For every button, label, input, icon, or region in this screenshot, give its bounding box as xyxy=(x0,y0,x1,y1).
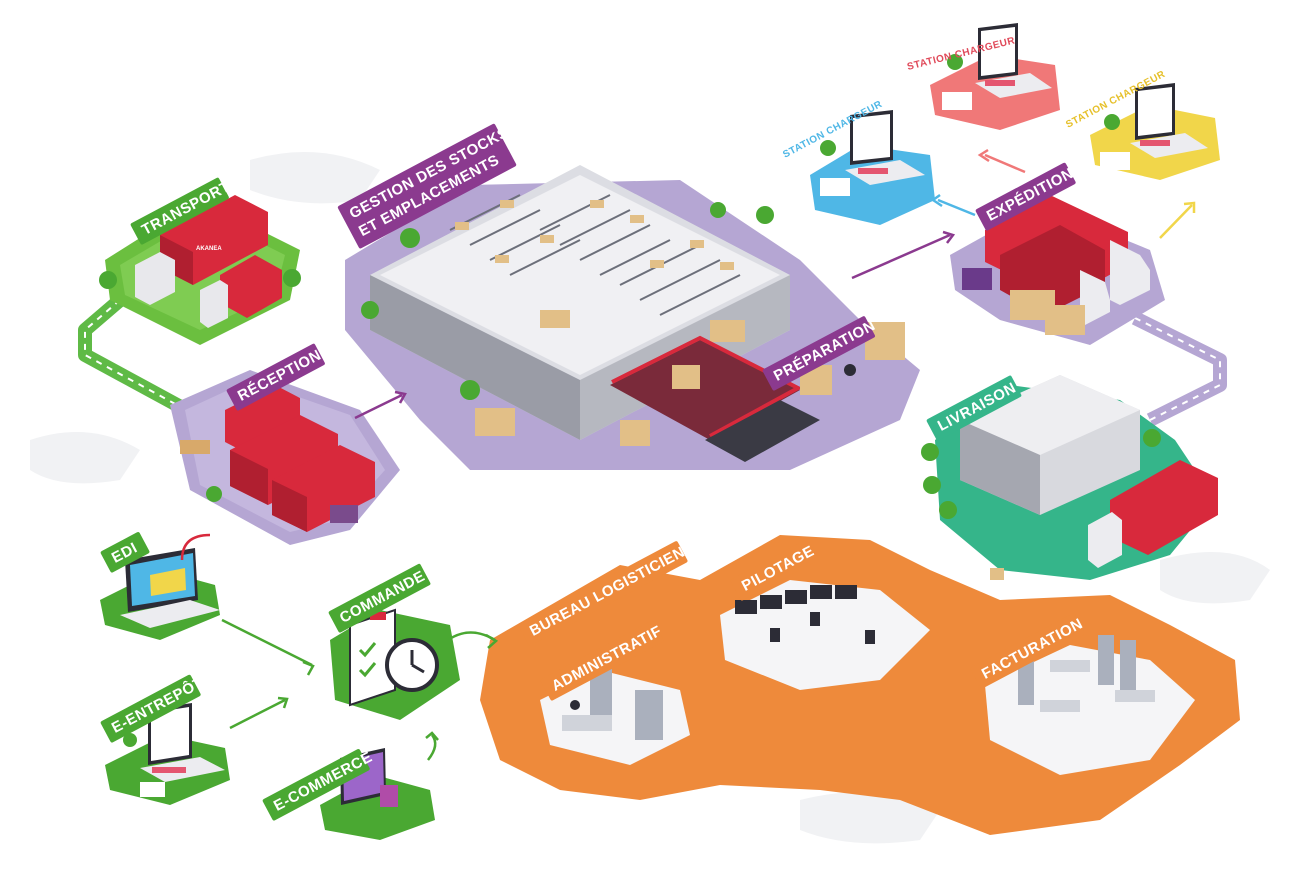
livraison-zone xyxy=(921,375,1218,580)
office-admin xyxy=(562,668,663,740)
bureau-zone xyxy=(480,535,1240,835)
flow-paths xyxy=(78,294,1227,427)
flow-arrows xyxy=(180,148,1196,761)
expedition-zone xyxy=(950,195,1165,345)
transport-zone: AKANEA xyxy=(99,195,301,345)
e-entrepot-zone xyxy=(105,703,230,805)
truck-transport-1: AKANEA xyxy=(135,195,268,305)
station-red xyxy=(930,23,1060,130)
reception-zone xyxy=(170,370,400,545)
warehouse-boxes xyxy=(455,200,745,436)
preparation-zone xyxy=(610,322,905,462)
station-blue xyxy=(810,110,935,225)
edi-zone xyxy=(100,548,220,640)
station-yellow xyxy=(1090,83,1220,180)
office-pilotage xyxy=(735,585,875,644)
background-shadows xyxy=(30,152,1270,844)
warehouse-shelves xyxy=(449,194,741,316)
commande-zone xyxy=(330,608,460,720)
truck-transport-2 xyxy=(200,255,282,328)
delivery-truck xyxy=(1088,460,1218,568)
truck-brand-label: AKANEA xyxy=(196,246,222,252)
